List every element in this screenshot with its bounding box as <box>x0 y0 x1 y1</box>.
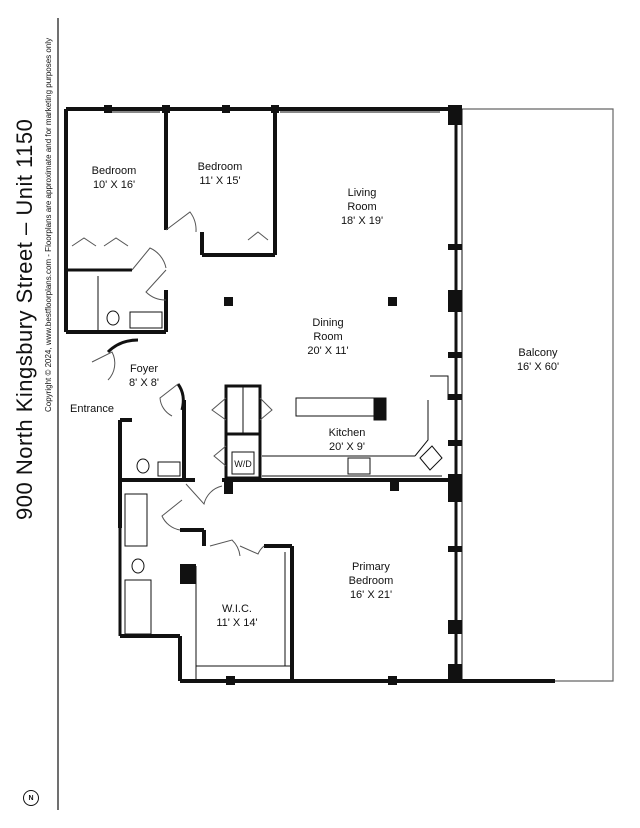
balcony-name: Balcony <box>518 347 558 359</box>
primary-bedroom-size: 16' X 21' <box>350 589 392 601</box>
dining-room-name-2: Room <box>313 331 342 343</box>
wic-name: W.I.C. <box>222 603 252 615</box>
wic-size: 11' X 14' <box>216 617 257 629</box>
bedroom-2-name: Bedroom <box>198 161 243 173</box>
entrance-label: Entrance <box>70 403 114 415</box>
living-room-size: 18' X 19' <box>341 215 383 227</box>
bedroom-1-name: Bedroom <box>92 165 137 177</box>
living-room-name-2: Room <box>347 201 376 213</box>
primary-bedroom-name-1: Primary <box>352 561 390 573</box>
north-arrow-icon: N <box>23 790 39 806</box>
dining-room-name-1: Dining <box>312 317 343 329</box>
walls <box>64 107 555 683</box>
bedroom-2-size: 11' X 15' <box>199 175 240 187</box>
foyer-size: 8' X 8' <box>129 377 159 389</box>
kitchen-name: Kitchen <box>329 427 366 439</box>
bedroom-1-size: 10' X 16' <box>93 179 135 191</box>
primary-bedroom-name-2: Bedroom <box>349 575 394 587</box>
kitchen-size: 20' X 9' <box>329 441 365 453</box>
structural-columns <box>104 105 462 685</box>
living-room-name-1: Living <box>348 187 377 199</box>
foyer-name: Foyer <box>130 363 158 375</box>
room-labels: Bedroom 10' X 16' Bedroom 11' X 15' Livi… <box>70 161 559 629</box>
washer-dryer-label: W/D <box>234 459 252 469</box>
door-swings <box>71 211 273 557</box>
dining-room-size: 20' X 11' <box>307 345 348 357</box>
balcony-outline <box>462 108 614 682</box>
balcony-size: 16' X 60' <box>517 361 559 373</box>
